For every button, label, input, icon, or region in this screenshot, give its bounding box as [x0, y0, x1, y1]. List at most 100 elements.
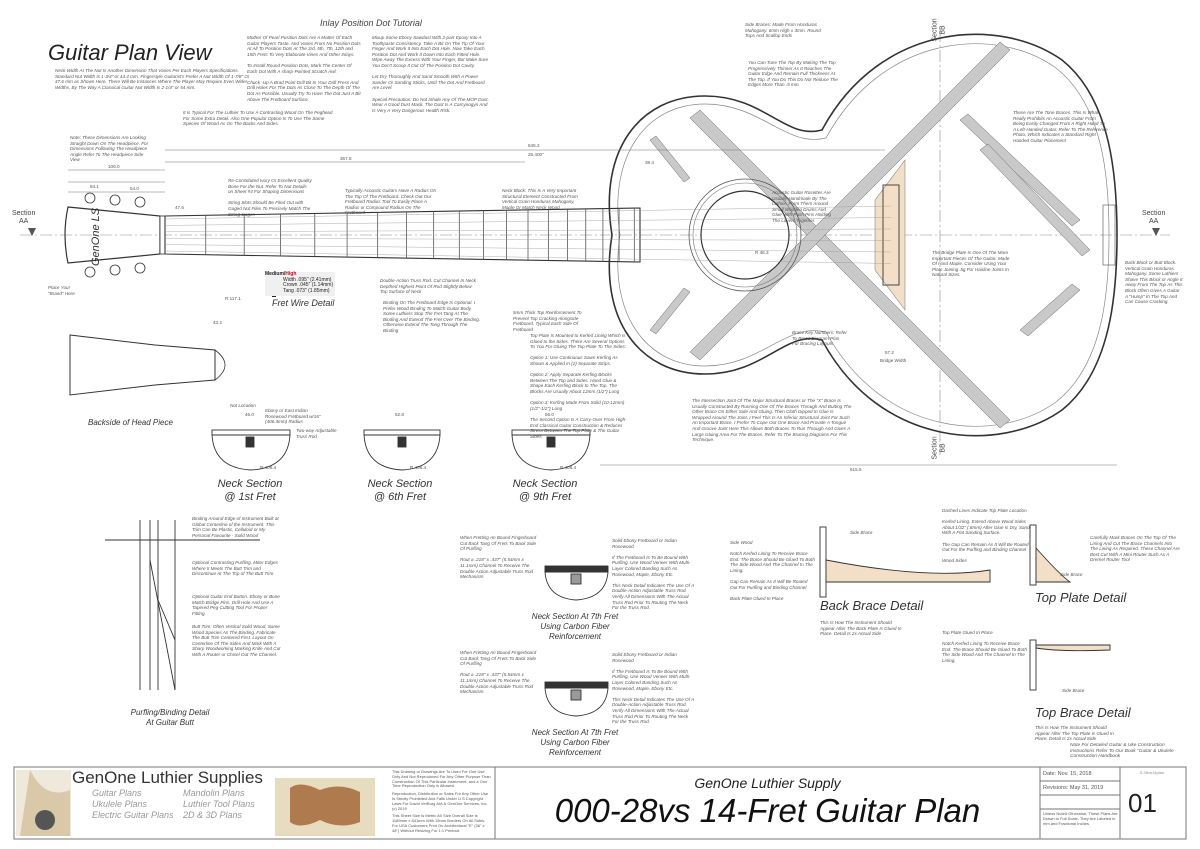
note-trussrod2: Two-way Adjustable Truss Rod — [296, 428, 337, 439]
note-xbrace: The Intersection Joint Of The Major Stru… — [692, 398, 852, 443]
soundhole — [700, 190, 790, 280]
note-neckblock: Neck Block: This Is A Very Important Str… — [502, 188, 578, 210]
dim-d7b: R 406.4 — [410, 465, 427, 470]
note-bracekey: Brace Key Numbers: Refer To Brace Diagra… — [792, 330, 847, 347]
title-block-frame — [13, 766, 1187, 840]
note-purfling4: Butt Trim: Often Vertical Solid Wood, Sa… — [192, 624, 281, 657]
legal-2: Reproduction, Distribution or Sales For … — [392, 791, 489, 811]
side-brace-label: Side Brace — [1060, 572, 1083, 577]
dimension-lines — [68, 149, 1117, 466]
neck6-title: Neck Section @ 6th Fret — [367, 478, 433, 503]
company-logo: GenOne Luthier Supplies — [72, 768, 263, 787]
note-placebrand: Place Your "Brand" Here — [48, 285, 75, 296]
fret-width: Width .095" (2.41mm) — [283, 276, 332, 283]
product-item: Guitar Plans — [92, 788, 142, 798]
note-topbrace: Top Plate Glued In Place Notch Kerfed Li… — [942, 630, 1027, 663]
butt-block — [1102, 204, 1116, 266]
sheet-title: 000-28vs 14-Fret Guitar Plan — [554, 792, 981, 829]
dim-d7a: R 406.4 — [260, 465, 277, 470]
file-name: 0-28vs14plan — [1140, 770, 1165, 775]
section-bb-top: Section BB — [931, 18, 947, 42]
not-location: Not Location — [230, 403, 256, 408]
note-purfling3: Optional Guitar End Button. Ebony or Bon… — [192, 594, 280, 616]
headstock — [64, 206, 161, 264]
product-item: Electric Guitar Plans — [92, 810, 174, 820]
top-plate-title: Top Plate Detail — [1035, 590, 1127, 605]
date: Date: Nov. 15, 2018 — [1043, 771, 1092, 777]
plan-title: Guitar Plan View — [48, 40, 212, 65]
side-brace-label-2: Side Brace — [1062, 688, 1085, 693]
section-aa-marker-left — [28, 228, 36, 236]
revisions: Revisions: May 31, 2019 — [1043, 785, 1104, 791]
product-item: Mandolin Plans — [183, 788, 245, 798]
note-book: Note For Detailed Guitar & Uke Construct… — [1070, 743, 1174, 760]
section-bb-bottom: Section BB — [931, 436, 947, 460]
dim-d3: 54.0 — [130, 186, 139, 191]
note-rosette: Acoustic Guitar Rosettes Are Usually Han… — [772, 190, 831, 223]
fret-medium: Medium/ — [265, 271, 286, 277]
fret-high: High — [285, 271, 297, 277]
company-name: GenOne Luthier Supply — [694, 775, 841, 791]
guitar-body-outline — [608, 33, 1118, 437]
cf-a-title: Neck Section At 7th Fret Using Carbon Fi… — [531, 612, 619, 641]
note-backbrace2: This Is How The Instrument Should Appear… — [820, 620, 902, 637]
back-brace-title: Back Brace Detail — [820, 598, 924, 613]
headback-title: Backside of Head Piece — [88, 418, 173, 427]
section-aa-marker-right — [1152, 228, 1160, 236]
note-dots1: Mother Of Pearl Position Dots Are A Matt… — [247, 35, 361, 102]
string — [164, 228, 892, 233]
note-cf2: Solid Ebony Fretboard or Indian Rosewood… — [612, 538, 694, 611]
headstock-back — [69, 334, 216, 396]
string — [164, 250, 892, 264]
note-toprein: 5mm Thick Top Reinforcement To Prevent T… — [513, 310, 582, 332]
note-cf1b: When Fretting An Bound Fingerboard Cut B… — [460, 650, 537, 695]
note-topplate: Dashed Lines Indicate Top Plate Location… — [942, 508, 1030, 564]
rosette-outer — [688, 178, 802, 292]
note-ebony: Ebony or East Indian Rosewood Fretboard … — [265, 408, 321, 425]
neck9-title: Neck Section @ 9th Fret — [512, 478, 578, 503]
legal-text: This Drawing or Drawings Are To Used For… — [392, 769, 492, 834]
nut — [159, 215, 166, 255]
dim-d2: 84.1 — [90, 184, 99, 189]
cf-b-title: Neck Section At 7th Fret Using Carbon Fi… — [531, 728, 619, 757]
string — [164, 205, 892, 220]
bridge — [882, 184, 900, 286]
legal-3: This Sheet Size Is Metric A0 Size Overal… — [392, 813, 486, 833]
dim-d1: 106.0 — [108, 164, 120, 169]
guitar-body-inner — [617, 43, 1110, 427]
note-buttblock: Back Block or Butt Block. Vertical Grain… — [1125, 260, 1183, 305]
fretboard — [164, 207, 641, 263]
note-nutbone: Re-Constituted Ivory Or Excellent Qualit… — [228, 178, 312, 217]
section-aa-right: Section AA — [1142, 210, 1166, 225]
top-brace-title: Top Brace Detail — [1035, 705, 1131, 720]
note-topplate2: Carefully Mark Braces On The Top Of The … — [1090, 535, 1180, 563]
products-left: Guitar Plans Ukulele Plans Electric Guit… — [92, 788, 174, 821]
note-nut: Neck Width At The Nut Is Another Dimensi… — [55, 68, 250, 90]
note-binding: Binding On The Fretboard Edge Is Optiona… — [383, 300, 481, 333]
dim-d12: 46.0 — [245, 412, 254, 417]
products-right: Mandolin Plans Luthier Tool Plans 2D & 3… — [183, 788, 255, 821]
dim-d14: 56.0 — [545, 412, 554, 417]
dim-d5: 47.6 — [175, 205, 184, 210]
tuners — [84, 192, 146, 278]
string — [164, 244, 892, 253]
note-cf2b: Solid Ebony Fretboard or Indian Rosewood… — [612, 652, 694, 725]
dim-d9: 57.2 — [885, 350, 894, 355]
dim-scale: 645.2 — [528, 143, 540, 148]
dim-scale-in: 25.400" — [528, 152, 544, 157]
fret-tang: Tang .073" (1.85mm) — [283, 287, 330, 294]
note-headstock: Note: These Dimensions Are Looking Strai… — [70, 135, 149, 163]
product-item: 2D & 3D Plans — [183, 810, 243, 820]
note-tuning: You Can Tune The Top By Making The Top P… — [748, 60, 838, 88]
note-backbrace: Side Wood Notch Kerfed Lining To Receive… — [730, 540, 815, 601]
note-bridgeplate: The Bridge Plate Is One Of The More Impo… — [932, 250, 1010, 278]
sheet-number: 01 — [1128, 788, 1157, 818]
mold-photo — [275, 778, 375, 836]
note-topbrace2: This Is How The Instrument Should Appear… — [1035, 725, 1114, 742]
note-trussrod: Double-Action Truss Rod. Cut Channel In … — [380, 278, 476, 295]
purfling-title: Purfling/Binding Detail At Guitar Butt — [130, 708, 210, 727]
string — [164, 217, 892, 226]
neck-sections — [105, 429, 1111, 717]
dim-d8: 615.5 — [850, 467, 862, 472]
